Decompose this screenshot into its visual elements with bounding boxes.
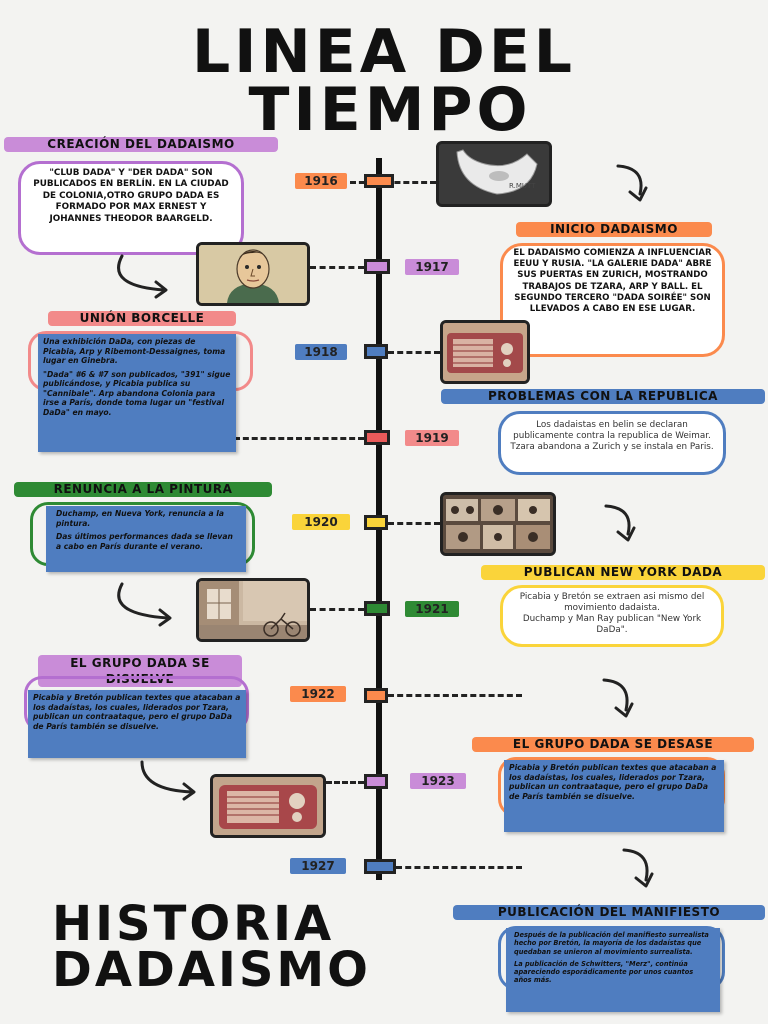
event-text-manifiesto-2: La publicación de Schwitters, "Merz", co… — [514, 959, 694, 985]
timeline-node-1919 — [364, 430, 390, 445]
timeline-connector — [388, 351, 440, 354]
event-card-manifiesto: Después de la publicación del manifiesto… — [506, 928, 720, 1012]
footer-title-line2: DADAISMO — [52, 942, 371, 998]
timeline-connector — [310, 266, 364, 269]
timeline-connector — [326, 781, 364, 784]
event-label-renuncia: RENUNCIA A LA PINTURA — [14, 482, 272, 497]
year-badge-1918: 1918 — [295, 344, 347, 360]
curved-arrow-icon — [600, 502, 640, 546]
timeline-node-1916 — [364, 174, 394, 188]
event-text-desase: Picabia y Bretón publican textes que ata… — [509, 763, 717, 801]
page-title-line1: LINEA DEL — [191, 17, 577, 87]
event-text-problemas-2: Tzara abandona a Zurich y se instala en … — [510, 442, 714, 452]
curved-arrow-icon — [618, 846, 658, 892]
event-text-union-1: Una exhibición DaDa, con piezas de Picab… — [43, 337, 226, 365]
year-badge-1922: 1922 — [290, 686, 346, 702]
year-badge-1920: 1920 — [292, 514, 350, 530]
event-card-renuncia: Duchamp, en Nueva York, renuncia a la pi… — [46, 506, 246, 572]
event-label-manifiesto: PUBLICACIÓN DEL MANIFIESTO — [453, 905, 765, 920]
event-card-creacion: "CLUB DADA" Y "DER DADA" SON PUBLICADOS … — [18, 161, 244, 255]
event-card-disuelve: Picabia y Bretón publican textes que ata… — [28, 690, 246, 758]
event-card-desase: Picabia y Bretón publican textes que ata… — [504, 760, 724, 832]
year-badge-1921: 1921 — [405, 601, 459, 617]
timeline-node-1920 — [364, 515, 388, 530]
event-label-publican: PUBLICAN NEW YORK DADA — [481, 565, 765, 580]
radio-photo-2 — [440, 492, 556, 556]
event-text-manifiesto-1: Después de la publicación del manifiesto… — [514, 931, 709, 956]
footer-title-line1: HISTORIA — [52, 896, 335, 952]
svg-text:R.MUTT: R.MUTT — [509, 182, 536, 190]
curved-arrow-icon — [598, 676, 638, 722]
event-card-problemas: Los dadaistas en belin se declaran publi… — [498, 411, 726, 475]
year-badge-1927: 1927 — [290, 858, 346, 874]
curved-arrow-icon — [110, 580, 180, 627]
event-text-problemas-1: Los dadaistas en belin se declaran publi… — [513, 420, 711, 441]
timeline-node-1921 — [364, 601, 390, 616]
radio-photo-1 — [440, 320, 530, 384]
event-label-disuelve: EL GRUPO DADA SE DISUELVE — [38, 655, 242, 687]
event-label-inicio: INICIO DADAISMO — [516, 222, 712, 237]
timeline-connector — [388, 522, 440, 525]
event-card-publican: Picabia y Bretón se extraen asi mismo de… — [500, 585, 724, 647]
year-badge-1923: 1923 — [410, 773, 466, 789]
timeline-connector — [310, 608, 364, 611]
event-card-inicio: EL DADAISMO COMIENZA A INFLUENCIAR EEUU … — [500, 243, 725, 357]
event-label-desase: EL GRUPO DADA SE DESASE — [472, 737, 754, 752]
event-text-publican-1: Picabia y Bretón se extraen asi mismo de… — [519, 592, 705, 613]
event-label-union: UNIÓN BORCELLE — [48, 311, 236, 326]
timeline-node-1917 — [364, 259, 390, 274]
timeline-node-1922 — [364, 688, 388, 703]
timeline-node-1923 — [364, 774, 388, 789]
radio-photo-3 — [210, 774, 326, 838]
page-title-line2: TIEMPO — [248, 75, 532, 145]
fountain-photo: R.MUTT — [436, 141, 552, 207]
curved-arrow-icon — [612, 164, 652, 208]
event-text-renuncia-1: Duchamp, en Nueva York, renuncia a la pi… — [56, 509, 224, 528]
timeline-connector — [396, 866, 522, 869]
street-photo — [196, 578, 310, 642]
event-label-creacion: CREACIÓN DEL DADAISMO — [4, 137, 278, 152]
year-badge-1916: 1916 — [295, 173, 347, 189]
event-text-renuncia-2: Das últimos performances dada se llevan … — [56, 532, 233, 551]
portrait-photo — [196, 242, 310, 306]
year-badge-1917: 1917 — [405, 259, 459, 275]
curved-arrow-icon — [110, 252, 176, 299]
timeline-connector — [388, 694, 522, 697]
event-label-problemas: PROBLEMAS CON LA REPUBLICA — [441, 389, 765, 404]
event-text-publican-2: Duchamp y Man Ray publican "New York DaD… — [522, 614, 702, 635]
event-text-union-2: "Dada" #6 & #7 son publicados, "391" sig… — [43, 369, 231, 417]
event-text-inicio: EL DADAISMO COMIENZA A INFLUENCIAR EEUU … — [513, 248, 712, 315]
timeline-node-1927 — [364, 859, 396, 874]
curved-arrow-icon — [134, 758, 204, 801]
event-text-disuelve: Picabia y Bretón publican textes que ata… — [33, 693, 241, 731]
year-badge-1919: 1919 — [405, 430, 459, 446]
event-card-union: Una exhibición DaDa, con piezas de Picab… — [38, 334, 236, 452]
event-text-creacion: "CLUB DADA" Y "DER DADA" SON PUBLICADOS … — [33, 168, 229, 224]
timeline-connector — [234, 437, 364, 440]
timeline-node-1918 — [364, 344, 388, 359]
